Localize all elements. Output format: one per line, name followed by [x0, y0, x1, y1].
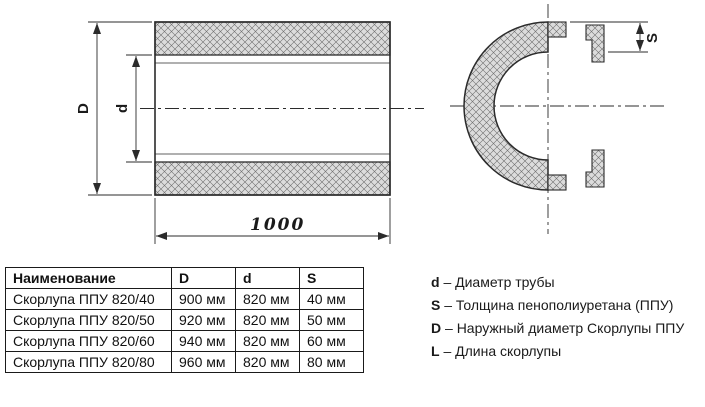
shell-step-bottom: [547, 174, 567, 191]
dim-label-d: d: [114, 104, 131, 113]
legend-item: L – Длина скорлупы: [431, 340, 684, 363]
legend-item: S – Толщина пенополиуретана (ППУ): [431, 294, 684, 317]
mating-shell-end-top: [585, 24, 605, 63]
table-cell: 820 мм: [235, 330, 300, 352]
table-header-row: Наименование D d S: [5, 267, 364, 289]
table-cell: 80 мм: [299, 351, 364, 373]
legend-text: – Длина скорлупы: [439, 343, 562, 359]
table-cell: 40 мм: [299, 288, 364, 310]
table-cell: 50 мм: [299, 309, 364, 331]
technical-drawing: D d 1000 S: [75, 4, 668, 244]
table-cell: Скорлупа ППУ 820/80: [5, 351, 172, 373]
col-header-d: d: [235, 267, 300, 289]
legend-text: – Диаметр трубы: [439, 274, 555, 290]
legend-text: – Толщина пенополиуретана (ППУ): [440, 297, 674, 313]
table-cell: 820 мм: [235, 351, 300, 373]
legend-key: D: [431, 320, 442, 336]
legend-key: L: [431, 343, 440, 359]
table-cell: 940 мм: [171, 330, 236, 352]
legend-key: S: [431, 297, 441, 313]
col-header-S: S: [299, 267, 364, 289]
table-cell: Скорлупа ППУ 820/50: [5, 309, 172, 331]
table-cell: Скорлупа ППУ 820/60: [5, 330, 172, 352]
shell-bottom-wall: [154, 161, 391, 196]
col-header-D: D: [171, 267, 236, 289]
col-header-name: Наименование: [5, 267, 172, 289]
legend-key: d: [431, 274, 440, 290]
dim-label-D: D: [75, 103, 92, 114]
legend-item: D – Наружный диаметр Скорлупы ППУ: [431, 317, 684, 340]
shell-step-top: [547, 21, 567, 38]
table-cell: 920 мм: [171, 309, 236, 331]
table-cell: 820 мм: [235, 309, 300, 331]
dimension-S: [570, 21, 648, 53]
legend-text: – Наружный диаметр Скорлупы ППУ: [441, 320, 685, 336]
mating-shell-end-bottom: [585, 149, 605, 188]
end-view: [450, 4, 668, 234]
dimension-D: [88, 21, 152, 196]
dim-label-length: 1000: [250, 215, 305, 235]
shell-top-wall: [154, 21, 391, 56]
table-cell: 900 мм: [171, 288, 236, 310]
dim-label-S: S: [644, 33, 661, 43]
table-cell: 820 мм: [235, 288, 300, 310]
dimension-length: [154, 198, 391, 244]
dimension-d: [126, 54, 152, 163]
side-view: [140, 21, 424, 196]
table-cell: 960 мм: [171, 351, 236, 373]
legend-item: d – Диаметр трубы: [431, 271, 684, 294]
half-shell-section: [463, 21, 549, 191]
table-cell: Скорлупа ППУ 820/40: [5, 288, 172, 310]
table-cell: 60 мм: [299, 330, 364, 352]
